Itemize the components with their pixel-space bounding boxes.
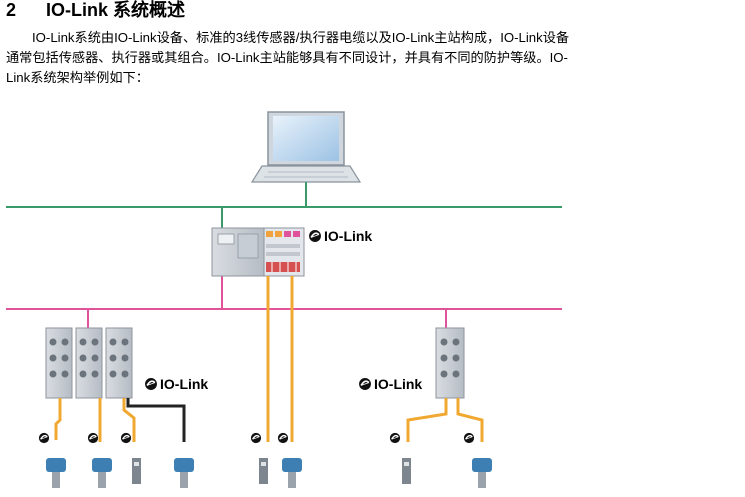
left-cables — [54, 398, 186, 442]
fieldbus-network-line — [6, 276, 562, 328]
sensor-blue-2 — [92, 458, 112, 488]
sensor-blue-4 — [282, 458, 302, 488]
iolink-logo-text-master: IO-Link — [324, 228, 372, 244]
ethernet-network-line — [6, 182, 562, 228]
sensor-blue-5 — [472, 458, 492, 488]
section-number: 2 — [6, 0, 17, 20]
right-cables — [406, 398, 484, 442]
master-iolink-cables — [266, 276, 294, 442]
sensor-cylinder-2 — [259, 458, 268, 484]
paragraph-line-1: IO-Link系统由IO-Link设备、标准的3线传感器/执行器电缆以及IO-L… — [32, 30, 570, 45]
iolink-logo-left: IO-Link — [144, 376, 208, 392]
iolink-logo-right: IO-Link — [358, 376, 422, 392]
laptop-icon — [250, 111, 362, 183]
iolink-master-left — [45, 327, 133, 399]
intro-paragraph: IO-Link系统由IO-Link设备、标准的3线传感器/执行器电缆以及IO-L… — [6, 28, 738, 88]
section-title: IO-Link 系统概述 — [46, 0, 185, 20]
iolink-master-plc — [211, 227, 305, 277]
section-heading: 2 IO-Link 系统概述 — [6, 0, 185, 22]
sensor-blue-3 — [174, 458, 194, 488]
sensor-cylinder-1 — [132, 458, 141, 484]
iolink-logo-text-right: IO-Link — [374, 376, 422, 392]
sensor-cylinder-3 — [402, 458, 411, 484]
sensor-blue-1 — [46, 458, 66, 488]
iolink-logo-master: IO-Link — [308, 228, 372, 244]
iolink-logo-text-left: IO-Link — [160, 376, 208, 392]
paragraph-line-2: 通常包括传感器、执行器或其组合。IO-Link主站能够具有不同设计，并具有不同的… — [6, 50, 568, 65]
iolink-master-right — [435, 327, 465, 399]
paragraph-line-3: Link系统架构举例如下： — [6, 70, 149, 85]
